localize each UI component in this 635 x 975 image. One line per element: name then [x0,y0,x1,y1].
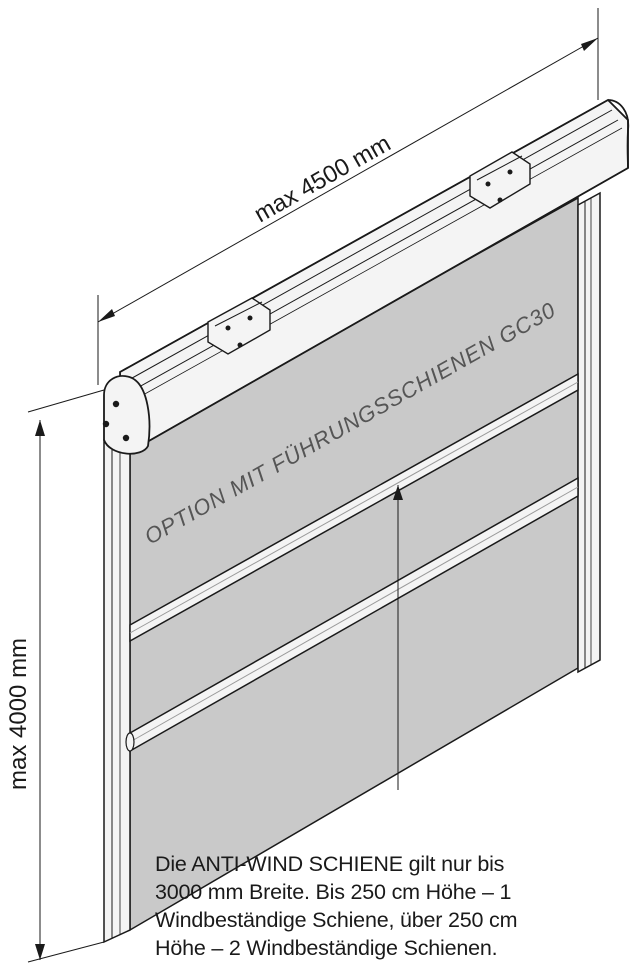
note-line-1: Die ANTI-WIND SCHIENE gilt nur bis [155,852,505,876]
mounting-bracket-right [469,151,531,209]
screw-icon [102,420,110,428]
note-line-2: 3000 mm Breite. Bis 250 cm Höhe – 1 [155,880,512,904]
screw-icon [122,434,130,442]
anti-wind-note: Die ANTI-WIND SCHIENE gilt nur bis 3000 … [155,850,633,962]
note-line-4: Höhe – 2 Windbeständige Schienen. [155,936,498,960]
bottom-bar [125,476,579,753]
width-dimension [97,8,599,385]
height-label: max 4000 mm [5,638,32,790]
right-guide-rail [577,191,601,674]
width-label: max 4500 mm [250,130,396,228]
note-leader-arrow [393,485,403,500]
end-cap [103,375,151,455]
left-guide-rail [103,426,131,944]
height-dimension [27,389,105,963]
screw-icon [112,400,120,408]
note-line-3: Windbeständige Schiene, über 250 cm [155,908,518,932]
mounting-bracket-left [207,297,271,355]
anti-wind-bar-upper [129,372,579,643]
